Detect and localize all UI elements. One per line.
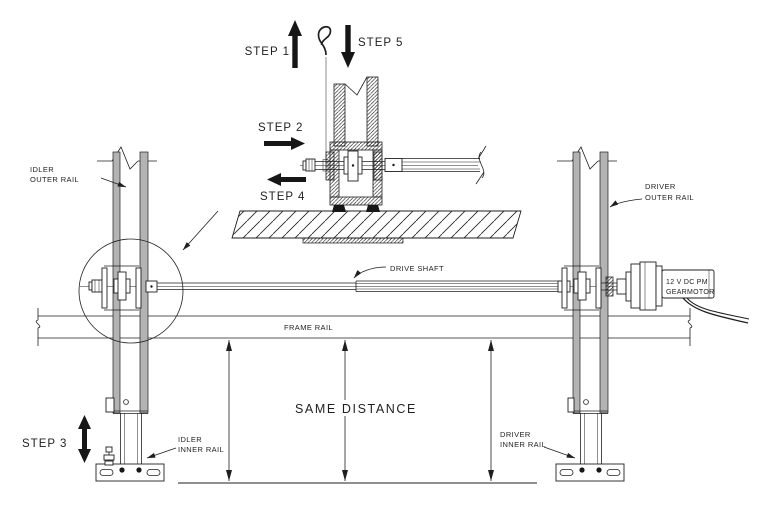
detail-view: STEP 1 STEP 5 STEP 2 STEP 4 <box>182 20 522 251</box>
driver-rail-hole <box>583 399 589 405</box>
idler-hub <box>88 265 158 311</box>
drive-shaft-label: DRIVE SHAFT <box>390 264 444 273</box>
driver-hub <box>557 265 602 311</box>
sleeve-foot-right <box>366 205 380 212</box>
driver-inner-rail-label-2: INNER RAIL <box>500 440 546 449</box>
same-distance-label: SAME DISTANCE <box>295 402 417 416</box>
gearbox-step <box>655 265 663 307</box>
frame-rail-left-break <box>35 308 41 346</box>
detail-leader <box>182 210 219 251</box>
gearmotor-label-1: 12 V DC PM <box>666 279 708 286</box>
step-4-label: STEP 4 <box>260 191 305 203</box>
driver-rail-tab <box>567 397 575 413</box>
idler-inner-rail-leader <box>146 447 177 459</box>
step-5-label: STEP 5 <box>358 37 403 49</box>
step-5-arrow-icon <box>341 25 355 68</box>
detail-callout-circle <box>78 238 184 344</box>
idler-rail-assembly: IDLER OUTER RAIL IDLER INNER RAIL STEP 3 <box>22 146 224 482</box>
drive-shaft-leader <box>353 266 387 279</box>
platform-cross-section <box>231 210 522 239</box>
motor-body <box>661 269 715 299</box>
driver-base-plate <box>555 463 625 482</box>
idler-outer-rail-label-1: IDLER <box>30 165 54 174</box>
driver-inner-rail-leader <box>543 446 576 459</box>
same-distance-mask <box>291 400 404 416</box>
idler-inner-rail-label-2: INNER RAIL <box>178 445 224 454</box>
step-1-label: STEP 1 <box>245 46 290 58</box>
sleeve-foot-left <box>332 205 346 212</box>
step-3-label: STEP 3 <box>22 438 67 450</box>
driver-outer-rail-label-2: OUTER RAIL <box>645 193 694 202</box>
thumbscrew <box>103 446 115 466</box>
upper-tube <box>333 76 379 147</box>
step-1-arrow-icon <box>288 20 302 68</box>
gearmotor-label-2: GEARMOTOR <box>666 289 714 296</box>
right-bearing <box>373 151 383 181</box>
driver-outer-rail-leader <box>609 198 643 208</box>
drive-shaft: DRIVE SHAFT <box>80 264 634 292</box>
gearbox-neck <box>625 271 632 302</box>
left-bearing <box>325 151 335 181</box>
step-2-arrow-icon <box>264 137 305 150</box>
driver-inner-rail <box>555 413 625 482</box>
cotter-pin-icon <box>317 25 332 56</box>
motor-wire <box>682 297 749 324</box>
idler-rail-hole <box>123 399 129 405</box>
gearbox-ring <box>630 263 641 309</box>
dimension-group: SAME DISTANCE <box>178 340 537 484</box>
driver-rail-assembly: 12 V DC PM GEARMOTOR DRIVER OUTER RAIL D… <box>500 146 750 482</box>
driver-inner-rail-label-1: DRIVER <box>500 430 531 439</box>
idler-inner-rail-label-1: IDLER <box>178 435 202 444</box>
shaft-break <box>475 145 487 185</box>
detail-shaft <box>300 145 487 185</box>
motor-wire-2 <box>686 297 750 320</box>
step-2-label: STEP 2 <box>258 122 303 134</box>
idler-outer-rail-leader <box>100 177 127 188</box>
frame-rail-right-break <box>687 308 693 346</box>
idler-base-plate <box>95 463 165 482</box>
platform-strip <box>302 237 404 244</box>
step-3-arrow-icon <box>78 415 91 463</box>
idler-outer-rail-label-2: OUTER RAIL <box>30 175 79 184</box>
idler-inner-rail <box>95 413 165 482</box>
idler-rail-tab <box>105 397 115 413</box>
gearmotor-assembly: 12 V DC PM GEARMOTOR <box>601 261 750 324</box>
gearbox-body <box>639 261 657 311</box>
driver-outer-rail-label-1: DRIVER <box>645 182 676 191</box>
step-4-arrow-icon <box>267 173 306 186</box>
frame-rail-label: FRAME RAIL <box>284 323 333 332</box>
